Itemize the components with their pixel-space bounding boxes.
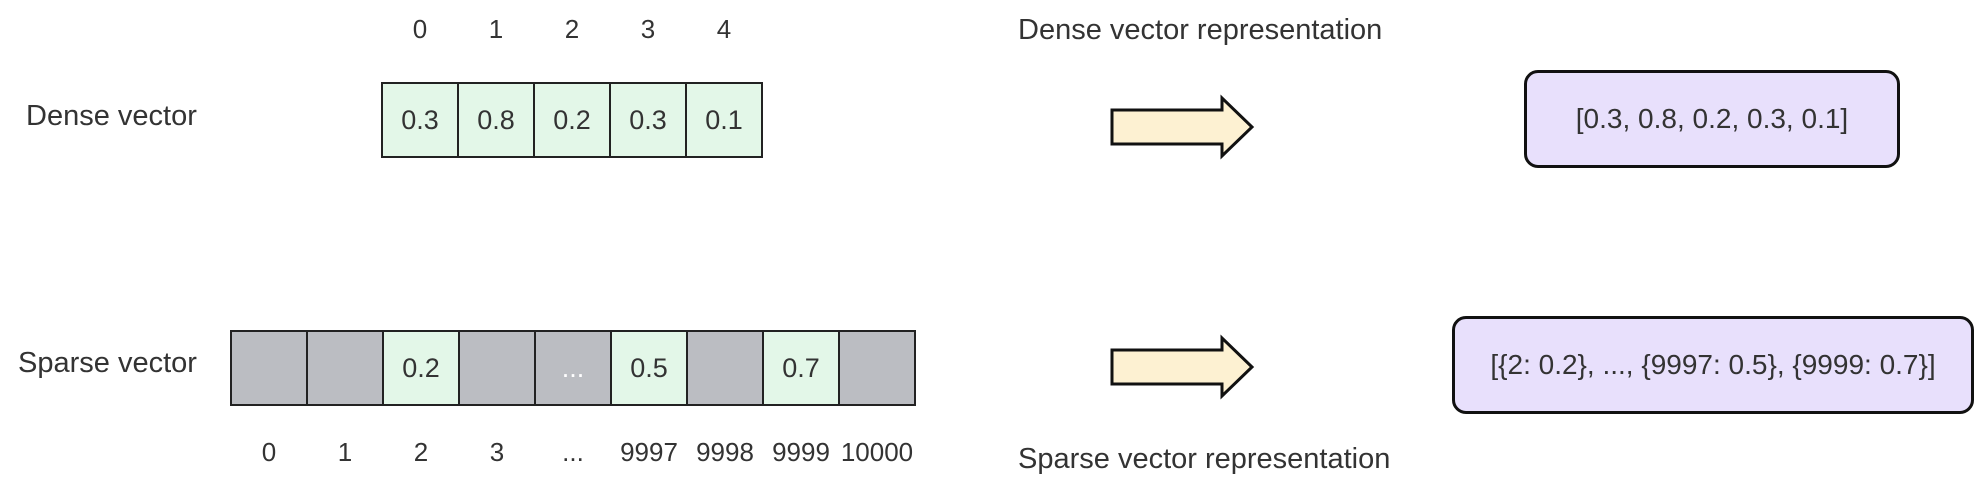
dense-cell-1: 0.8: [457, 82, 535, 158]
sparse-index-2: 2: [413, 437, 429, 467]
dense-index-3: 3: [640, 14, 656, 44]
right-arrow-icon: [1110, 334, 1255, 400]
dense-index-0: 0: [412, 14, 428, 44]
sparse-index-0: 0: [261, 437, 277, 467]
sparse-cell-2: 0.2: [382, 330, 460, 406]
dense-vector-label: Dense vector: [26, 100, 197, 132]
sparse-cell-6: [686, 330, 764, 406]
dense-cell-4: 0.1: [685, 82, 763, 158]
sparse-cell-1: [306, 330, 384, 406]
dense-representation-text: [0.3, 0.8, 0.2, 0.3, 0.1]: [1575, 103, 1849, 134]
dense-representation-caption: Dense vector representation: [1018, 14, 1383, 46]
dense-cell-3: 0.3: [609, 82, 687, 158]
dense-representation-box: [0.3, 0.8, 0.2, 0.3, 0.1]: [1524, 70, 1900, 168]
sparse-index-7: 9999: [772, 437, 830, 467]
dense-cell-0: 0.3: [381, 82, 459, 158]
dense-index-4: 4: [716, 14, 732, 44]
sparse-cell-7: 0.7: [762, 330, 840, 406]
sparse-representation-text: [{2: 0.2}, ..., {9997: 0.5}, {9999: 0.7}…: [1490, 349, 1936, 380]
dense-index-2: 2: [564, 14, 580, 44]
sparse-vector-label: Sparse vector: [18, 347, 197, 379]
sparse-index-4: ...: [562, 437, 584, 467]
sparse-index-3: 3: [489, 437, 505, 467]
sparse-cell-4: ...: [534, 330, 612, 406]
sparse-index-6: 9998: [696, 437, 754, 467]
sparse-cell-5: 0.5: [610, 330, 688, 406]
dense-cell-2: 0.2: [533, 82, 611, 158]
sparse-representation-box: [{2: 0.2}, ..., {9997: 0.5}, {9999: 0.7}…: [1452, 316, 1974, 414]
sparse-cell-8: [838, 330, 916, 406]
sparse-cell-0: [230, 330, 308, 406]
dense-index-1: 1: [488, 14, 504, 44]
right-arrow-icon: [1110, 94, 1255, 160]
sparse-index-8: 10000: [840, 437, 914, 467]
sparse-cell-3: [458, 330, 536, 406]
sparse-index-1: 1: [337, 437, 353, 467]
sparse-index-5: 9997: [620, 437, 678, 467]
sparse-representation-caption: Sparse vector representation: [1018, 443, 1391, 475]
